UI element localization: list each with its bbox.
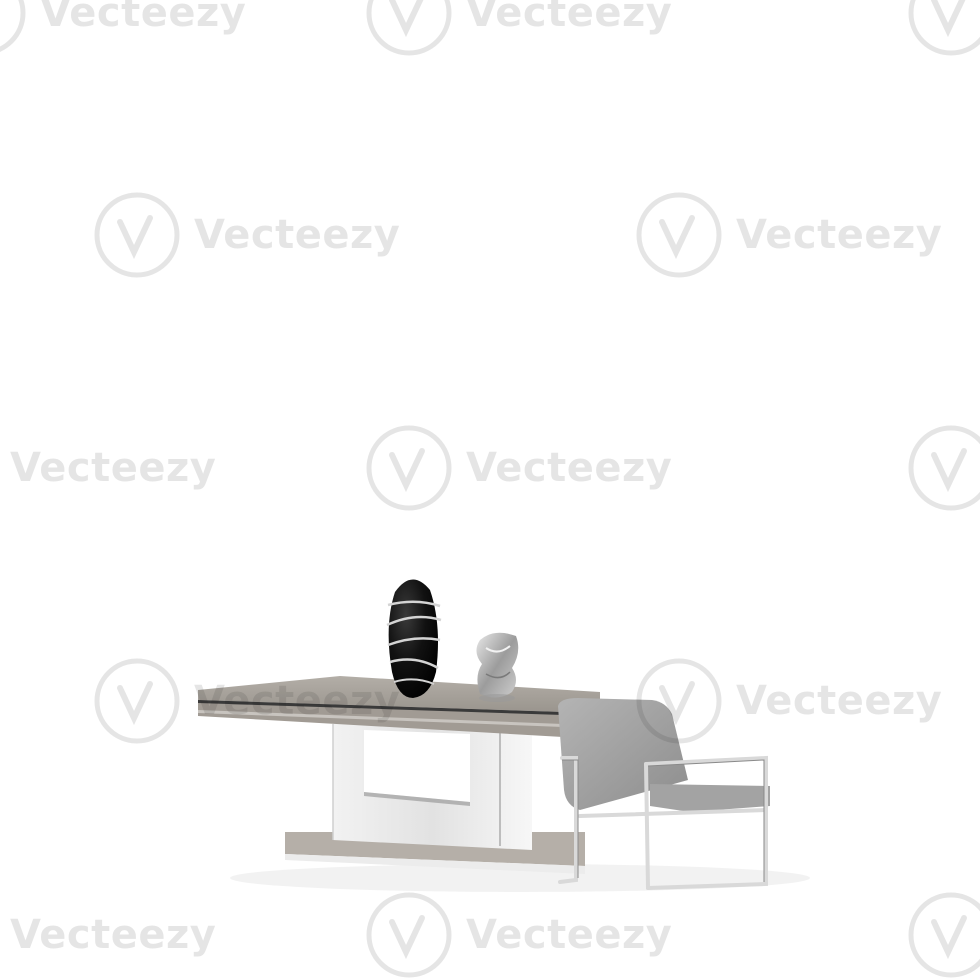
- armchair: [558, 698, 770, 890]
- floor-shadow: [230, 864, 810, 892]
- dining-table: [198, 676, 600, 874]
- black-vase: [386, 579, 442, 698]
- silver-sculpture: [476, 632, 519, 702]
